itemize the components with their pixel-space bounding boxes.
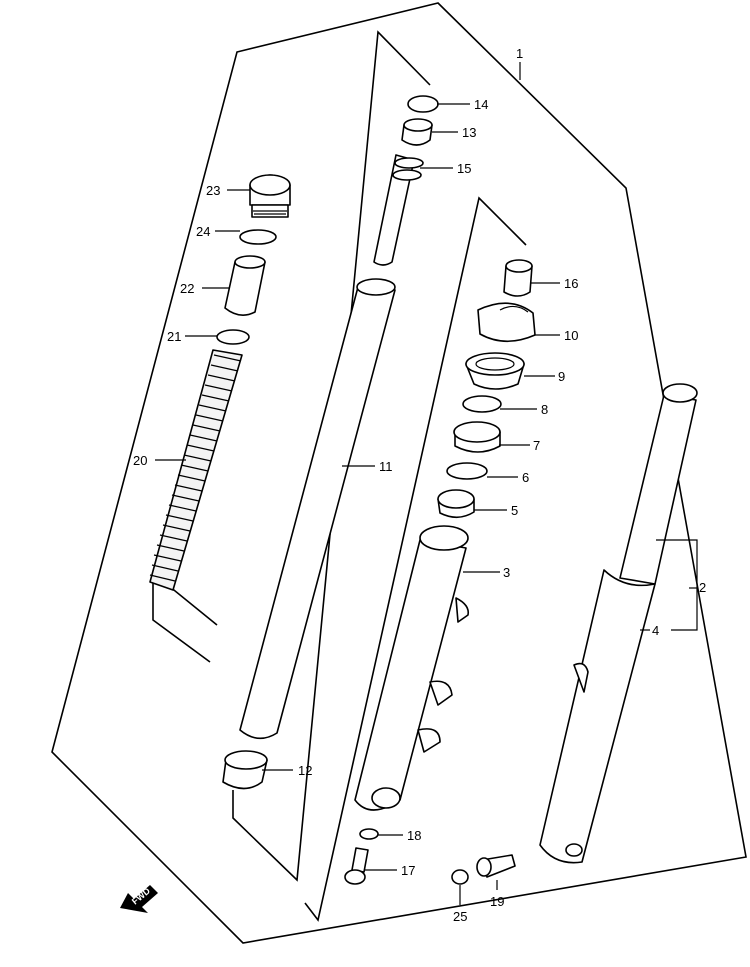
part-number-labels: 1 2 3 4 5 6 7 8 9 10 11 12 13 14 15 16 1… <box>133 46 706 924</box>
leader-lines <box>155 62 698 905</box>
spacer-tube <box>224 255 266 316</box>
slide-bushing <box>222 750 268 790</box>
label-15: 15 <box>457 161 471 176</box>
label-5: 5 <box>511 503 518 518</box>
label-1: 1 <box>516 46 523 61</box>
label-4: 4 <box>652 623 659 638</box>
damper-rod <box>373 154 424 266</box>
inner-tube <box>239 278 396 740</box>
forward-arrow-icon: FWD <box>120 885 158 913</box>
label-7: 7 <box>533 438 540 453</box>
damper-piston <box>401 118 433 146</box>
drain-washer <box>359 828 379 840</box>
label-19: 19 <box>490 894 504 909</box>
outer-tube-bushing <box>437 489 475 519</box>
label-18: 18 <box>407 828 421 843</box>
oil-seal <box>465 352 525 390</box>
label-9: 9 <box>558 369 565 384</box>
assembly-frame-outer <box>51 2 747 944</box>
oil-seal-stopper-ring <box>462 395 502 413</box>
axle-cap <box>451 869 469 885</box>
label-6: 6 <box>522 470 529 485</box>
assembly-frame-outer-tube <box>304 196 527 922</box>
label-17: 17 <box>401 863 415 878</box>
front-fork-assembly <box>539 383 698 864</box>
label-22: 22 <box>180 281 194 296</box>
label-24: 24 <box>196 224 210 239</box>
axle-pinch-bolt <box>476 854 516 878</box>
label-11: 11 <box>379 459 393 474</box>
label-3: 3 <box>503 565 510 580</box>
fork-cap-bolt <box>249 174 291 218</box>
label-13: 13 <box>462 125 476 140</box>
outer-tube <box>354 525 470 811</box>
fork-cap-cover <box>503 259 533 297</box>
label-21: 21 <box>167 329 181 344</box>
label-8: 8 <box>541 402 548 417</box>
label-23: 23 <box>206 183 220 198</box>
label-20: 20 <box>133 453 147 468</box>
fork-spring <box>149 349 243 591</box>
damper-bolt <box>344 847 369 885</box>
dust-seal <box>477 302 536 343</box>
assembly-frame-spring <box>152 571 218 663</box>
label-25: 25 <box>453 909 467 924</box>
spring-washer <box>216 329 250 345</box>
assembly-frame-inner-tube <box>232 30 431 882</box>
label-2: 2 <box>699 580 706 595</box>
label-16: 16 <box>564 276 578 291</box>
rebound-ring <box>407 95 439 113</box>
label-10: 10 <box>564 328 578 343</box>
o-ring <box>239 229 277 245</box>
label-14: 14 <box>474 97 488 112</box>
label-12: 12 <box>298 763 312 778</box>
stopper-ring <box>446 462 488 480</box>
oil-seal-retainer <box>453 421 501 453</box>
